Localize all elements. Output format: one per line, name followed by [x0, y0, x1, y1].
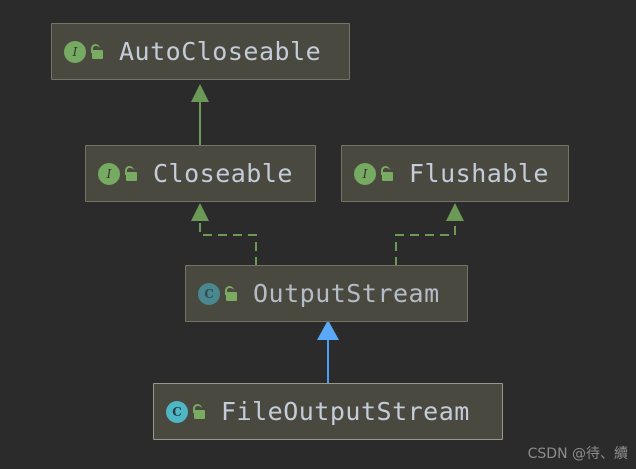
edge-arrowhead-triangle: [317, 320, 339, 340]
node-label-flushable: Flushable: [409, 159, 549, 188]
unlocked-padlock-icon: [225, 286, 239, 301]
edge-arrowhead-triangle: [191, 203, 209, 221]
edge-arrowhead-triangle: [446, 203, 464, 221]
padlock-shackle: [91, 44, 100, 53]
interface-icon: I: [354, 162, 376, 185]
padlock-shackle: [225, 286, 234, 295]
watermark-text: CSDN @待、續: [527, 446, 628, 462]
node-icon-group: I: [64, 40, 105, 63]
interface-icon: I: [98, 162, 120, 185]
padlock-shackle: [193, 404, 202, 413]
padlock-body: [226, 292, 237, 301]
unlocked-padlock-icon: [125, 166, 139, 181]
uml-node-closeable[interactable]: I Closeable: [85, 145, 316, 202]
class-icon: C: [166, 400, 188, 423]
unlocked-padlock-icon: [381, 166, 395, 181]
edge-outputstream-to-flushable[interactable]: [395, 203, 464, 266]
uml-node-fileoutputstream[interactable]: C FileOutputStream: [153, 383, 503, 440]
uml-node-outputstream[interactable]: C OutputStream: [185, 265, 468, 322]
uml-node-flushable[interactable]: I Flushable: [341, 145, 569, 202]
padlock-shackle: [381, 166, 390, 175]
node-icon-group: C: [198, 282, 239, 305]
node-label-fileoutputstream: FileOutputStream: [221, 397, 470, 426]
padlock-shackle: [125, 166, 134, 175]
padlock-body: [194, 410, 205, 419]
edge-fileoutputstream-to-outputstream[interactable]: [317, 320, 339, 383]
interface-icon: I: [64, 40, 86, 63]
edge-line: [199, 218, 257, 266]
edge-arrowhead-triangle: [191, 84, 209, 102]
padlock-body: [382, 172, 393, 181]
edge-line: [395, 218, 456, 266]
node-label-autocloseable: AutoCloseable: [119, 37, 322, 66]
edge-outputstream-to-closeable[interactable]: [191, 203, 257, 266]
node-icon-group: C: [166, 400, 207, 423]
padlock-body: [92, 50, 103, 59]
abstract-class-icon: C: [198, 282, 220, 305]
uml-node-autocloseable[interactable]: I AutoCloseable: [51, 23, 350, 80]
node-icon-group: I: [98, 162, 139, 185]
unlocked-padlock-icon: [91, 44, 105, 59]
node-icon-group: I: [354, 162, 395, 185]
unlocked-padlock-icon: [193, 404, 207, 419]
edge-closeable-to-autocloseable[interactable]: [191, 84, 209, 145]
padlock-body: [126, 172, 137, 181]
node-label-outputstream: OutputStream: [253, 279, 440, 308]
node-label-closeable: Closeable: [153, 159, 293, 188]
